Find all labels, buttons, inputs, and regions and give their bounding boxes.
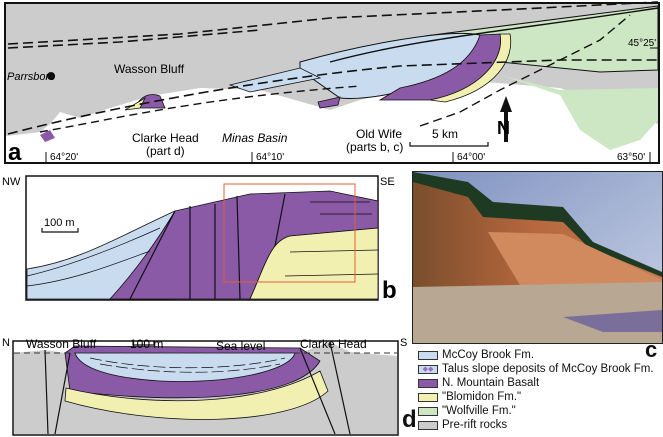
photo-area-box — [223, 183, 356, 283]
scale-bar-a — [409, 142, 489, 147]
scale-label-b: 100 m — [44, 217, 75, 229]
se-label: SE — [380, 176, 395, 188]
scale-bar-d — [132, 341, 155, 346]
panel-b-section: 100 m NW SE b — [2, 175, 397, 304]
legend-item: "Wolfville Fm." — [418, 404, 654, 418]
panel-d-section: N S Wasson Bluff 100 m Clarke Head Sea l… — [2, 337, 407, 436]
legend-label: Pre-rift rocks — [442, 419, 508, 431]
legend-label: "Blomidon Fm." — [442, 391, 522, 403]
longitude-label: 64°20' — [50, 152, 78, 163]
longitude-label: 63°50' — [617, 152, 645, 163]
longitude-label: 64°10' — [256, 152, 284, 163]
label-wasson-bluff: Wasson Bluff — [114, 62, 185, 76]
label-minas-basin: Minas Basin — [222, 131, 288, 145]
label-parrsboro: Parrsboro — [7, 71, 55, 83]
panel-a-map: Parrsboro Wasson Bluff Clarke Head (part… — [4, 1, 660, 166]
legend-swatch — [418, 350, 438, 360]
panel-letter-d: d — [402, 406, 417, 433]
legend-item: N. Mountain Basalt — [418, 376, 654, 390]
legend-item: Pre-rift rocks — [418, 418, 654, 432]
legend-label: Talus slope deposits of McCoy Brook Fm. — [442, 363, 654, 375]
sea-level-label: Sea level — [216, 339, 265, 353]
legend-label: N. Mountain Basalt — [442, 377, 540, 389]
legend-item: "Blomidon Fm." — [418, 390, 654, 404]
north-label: N — [497, 118, 510, 138]
label-clarke-head: Clarke Head — [132, 131, 199, 145]
blomidon-b — [249, 227, 379, 300]
panel-letter-b: b — [382, 277, 397, 304]
parrsboro-dot — [47, 72, 55, 80]
legend-swatch — [418, 392, 438, 402]
longitude-label: 64°00' — [457, 152, 485, 163]
blomidon-d — [64, 370, 329, 420]
label-old-wife-parts: (parts b, c) — [346, 140, 403, 154]
legend-swatch — [418, 406, 438, 416]
label-clarke-head-part: (part d) — [146, 144, 185, 158]
s-label: S — [400, 337, 407, 349]
panel-letter-a: a — [8, 139, 22, 166]
nw-label: NW — [2, 176, 21, 188]
latitude-label: 45°25' — [628, 38, 656, 49]
panel-letter-c: c — [645, 337, 658, 362]
legend: McCoy Brook Fm. ◆◆ Talus slope deposits … — [418, 348, 654, 432]
label-wasson-bluff-d: Wasson Bluff — [26, 337, 97, 351]
scale-bar-b — [41, 228, 79, 233]
n-label: N — [2, 337, 10, 349]
legend-swatch — [418, 420, 438, 430]
legend-swatch — [418, 378, 438, 388]
label-clarke-head-d: Clarke Head — [300, 337, 367, 351]
legend-item: McCoy Brook Fm. — [418, 348, 654, 362]
scale-label-d: 100 m — [130, 337, 163, 351]
legend-label: "Wolfville Fm." — [442, 405, 516, 417]
panel-c-photo — [412, 171, 663, 344]
legend-swatch: ◆◆ — [418, 364, 438, 374]
north-arrow — [500, 96, 512, 142]
legend-item: ◆◆ Talus slope deposits of McCoy Brook F… — [418, 362, 654, 376]
label-old-wife: Old Wife — [356, 127, 402, 141]
mccoy-brook-d — [74, 352, 296, 382]
legend-label: McCoy Brook Fm. — [442, 349, 535, 361]
scale-label-a: 5 km — [432, 127, 458, 141]
